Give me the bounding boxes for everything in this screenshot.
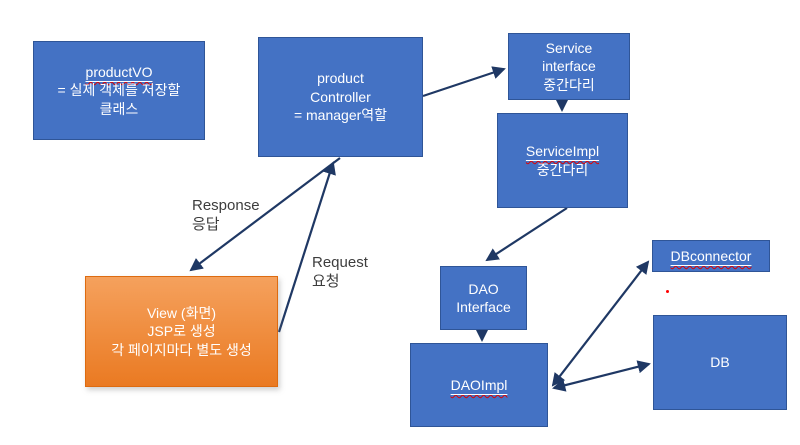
box-service-interface: Service interface 중간다리	[508, 33, 630, 100]
arrow-request-view-to-controller	[277, 161, 336, 333]
box-service-interface-line: 중간다리	[543, 76, 595, 93]
stray-red-dot	[666, 290, 669, 293]
label-request-en: Request	[312, 254, 368, 271]
box-db: DB	[653, 315, 787, 410]
label-response: Response 응답	[192, 196, 260, 234]
box-dao-interface-line: DAO	[468, 280, 499, 297]
box-view-line: 각 페이지마다 별도 생성	[111, 341, 252, 358]
box-daoimpl: DAOImpl	[410, 343, 548, 427]
box-productvo-line: 클래스	[99, 100, 139, 117]
box-view: View (화면) JSP로 생성 각 페이지마다 별도 생성	[85, 276, 278, 387]
box-productvo: productVO = 실제 객체를 저장할 클래스	[33, 41, 205, 140]
box-service-interface-line: Service	[545, 39, 593, 56]
box-serviceimpl-line: 중간다리	[536, 161, 589, 178]
arrow-serviceimpl-to-dao-interface	[485, 207, 568, 262]
box-controller-line: = manager역할	[293, 107, 388, 124]
box-dbconnector-title: DBconnector	[670, 247, 752, 264]
box-daoimpl-title: DAOImpl	[450, 376, 508, 393]
label-request-ko: 요청	[312, 273, 340, 291]
box-view-line: View (화면)	[146, 304, 217, 321]
box-service-interface-line: interface	[542, 58, 596, 75]
label-request: Request 요청	[312, 253, 368, 291]
box-serviceimpl-title: ServiceImpl	[525, 143, 600, 160]
box-db-line: DB	[710, 354, 730, 371]
box-dao-interface-line: Interface	[456, 299, 511, 315]
arrow-daoimpl-db	[552, 360, 651, 392]
label-response-ko: 응답	[192, 216, 220, 234]
arrow-controller-to-service-interface	[422, 66, 506, 98]
box-productvo-title: productVO	[85, 63, 153, 80]
box-view-line: JSP로 생성	[147, 323, 216, 340]
box-dbconnector: DBconnector	[652, 240, 770, 272]
box-serviceimpl: ServiceImpl 중간다리	[497, 113, 628, 208]
box-product-controller: product Controller = manager역할	[258, 37, 423, 157]
label-response-en: Response	[192, 197, 260, 214]
box-dao-interface: DAO Interface	[440, 266, 527, 330]
box-controller-line: Controller	[310, 88, 371, 105]
box-controller-line: product	[317, 70, 364, 87]
box-productvo-line: = 실제 객체를 저장할	[57, 82, 181, 99]
arrow-daoimpl-dbconnector	[551, 260, 650, 387]
